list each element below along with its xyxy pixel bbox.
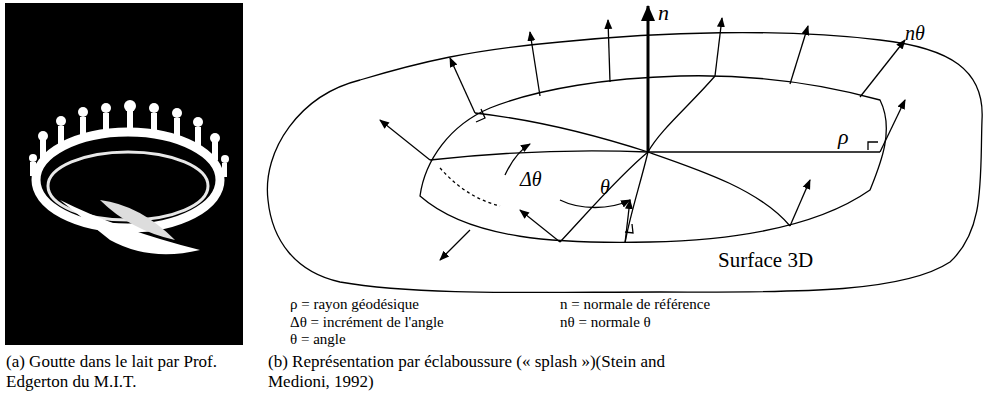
definition: nθ = normale θ (560, 314, 651, 331)
angle-label: θ (600, 176, 610, 199)
definition: n = normale de référence (560, 296, 710, 313)
definition: Δθ = incrément de l'angle (290, 314, 444, 331)
right-angle-marks (476, 109, 878, 233)
angle-increment-label: Δθ (520, 168, 542, 191)
definition: ρ = rayon géodésique (290, 296, 419, 313)
normal-label: n (658, 0, 669, 25)
splash-contour (420, 76, 886, 243)
caption: (a) Goutte dans le lait par Prof. Edgert… (6, 352, 242, 391)
surface-label: Surface 3D (718, 248, 813, 272)
normal-label: nθ (905, 22, 925, 45)
surface-outline (267, 33, 982, 293)
radius-label: ρ (838, 124, 849, 149)
definition: θ = angle (290, 331, 346, 348)
milk-drop-photo (5, 3, 243, 345)
normal-arrows (380, 18, 905, 260)
surface-drawing (267, 6, 982, 293)
caption: (b) Représentation par éclaboussure (« s… (268, 352, 708, 391)
geodesic-rays (430, 76, 880, 243)
